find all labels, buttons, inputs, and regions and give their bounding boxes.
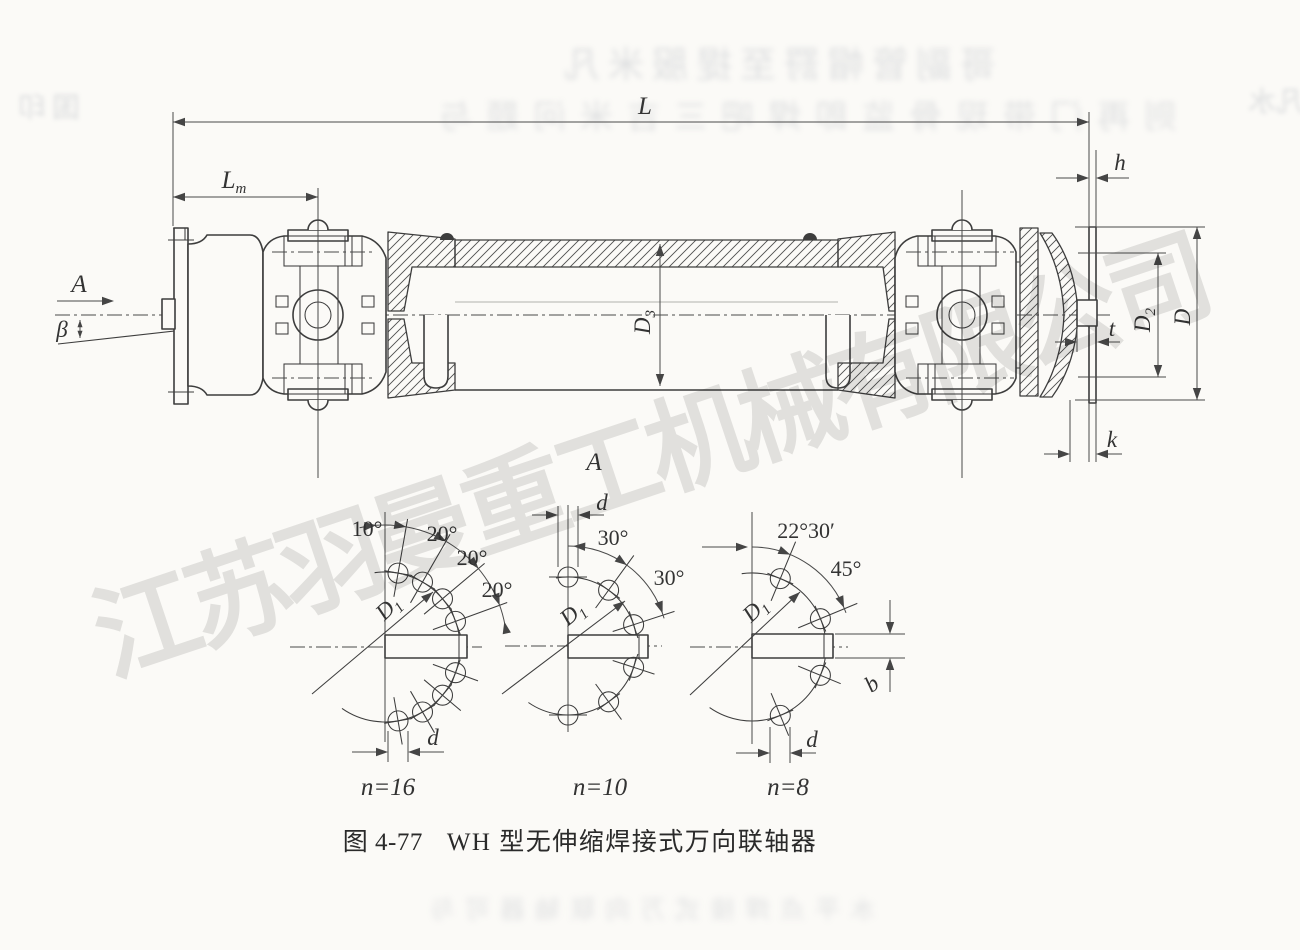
left-universal-joint [262,188,387,478]
svg-text:d: d [596,490,608,515]
dim-b: b [835,600,905,697]
angle-label: 45° [831,556,862,581]
dim-t: t [1055,316,1120,352]
angle-beta: β [55,317,83,342]
angle-label: 20° [482,577,513,602]
dim-k-label: k [1107,427,1118,452]
dim-d: d [532,490,608,567]
dim-h-label: h [1114,150,1126,175]
angle-label: 30° [654,565,685,590]
dim-d: d [352,725,444,762]
weld-dot-left [440,233,454,240]
bolt-holes [767,541,858,736]
count-label: n=10 [573,774,628,801]
angle-label: 22°30′ [777,518,835,543]
view-arrow-A: A [57,271,114,306]
dim-L-label: L [637,93,652,120]
svg-text:b: b [860,670,884,697]
pilot-boss [1076,299,1098,327]
weld-dot-right [803,233,817,240]
dim-t-label: t [1109,316,1116,341]
dim-d: d [736,727,818,763]
dim-D2-label: D2 [1130,307,1159,333]
left-flange [161,227,194,405]
count-label: n=16 [361,774,416,801]
view-arrow-A-label: A [69,271,87,298]
D1-leader [501,600,626,695]
svg-text:d: d [806,727,818,752]
angle-label: 20° [457,545,488,570]
count-label: n=8 [767,774,809,801]
bolt-pattern-n16: D1 10° 20° [290,512,512,801]
bolt-pattern-n8: D1 22°30′ 45° b [689,512,905,801]
angle-label: 30° [598,525,629,550]
main-assembly-view: β A L Lm [55,93,1205,478]
figure-caption: 图 4-77 WH 型无伸缩焊接式万向联轴器 [0,822,1160,858]
svg-text:d: d [427,725,439,750]
dim-D2: D2 [1080,252,1166,378]
section-label-A: A [584,449,602,476]
angle-label: 10° [352,516,383,541]
angle-dimension-arc [702,542,848,613]
dim-L: L [172,93,1089,226]
angle-dimension-arc [359,520,511,635]
flange-rim-section [1019,227,1039,397]
dim-D3-label: D3 [630,310,659,335]
angle-dimension-arc [567,541,667,619]
D1-leader [689,591,801,696]
bolt-pattern-n10: D1 30° 30° d n= [501,490,685,801]
dim-h: h [1056,112,1129,227]
figure-number: 图 4-77 [342,829,423,856]
flange-dish-section [1039,232,1079,398]
angle-label: 20° [427,521,458,546]
figure-title: WH 型无伸缩焊接式万向联轴器 [446,829,818,856]
dim-D-label: D [1170,308,1195,326]
dim-D1-label: D1 [370,590,408,628]
bolt-holes [549,555,675,726]
right-universal-joint [894,190,1017,478]
hub-keyway [384,634,468,659]
tube-wall-section [454,239,839,268]
dim-D1-label: D1 [737,592,775,630]
beta-label: β [55,317,68,342]
dim-D: D [1075,226,1205,401]
dim-D3: D3 [630,244,665,386]
right-flange [1016,226,1100,404]
left-hub [187,234,264,396]
bolt-holes [384,518,508,745]
dim-Lm: Lm [173,167,318,202]
tube-shaft [423,233,851,391]
D1-leader [311,591,434,695]
dim-k: k [1044,400,1122,462]
hub-keyway [751,633,834,659]
dim-D1-label: D1 [554,596,592,634]
hub-keyway [567,634,649,659]
dim-Lm-label: Lm [221,167,247,197]
